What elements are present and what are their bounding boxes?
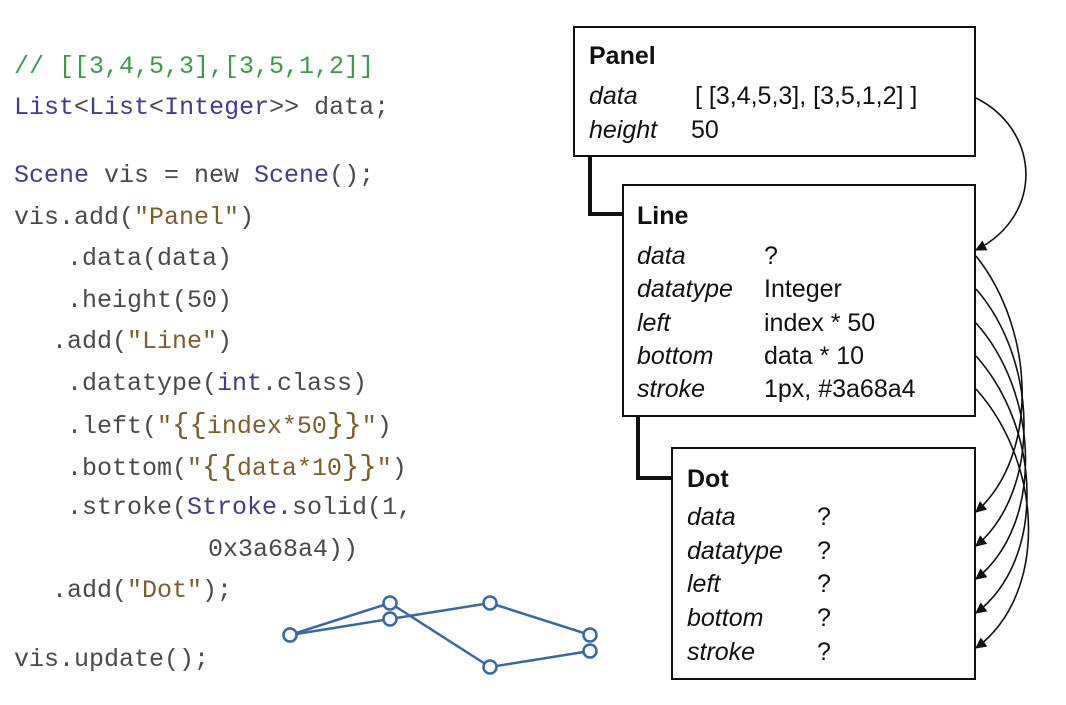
series-line-0 [289, 601, 591, 637]
code-line-update: vis.update(); [14, 645, 210, 674]
line-dot-connector [636, 416, 672, 480]
dot-title: Dot [687, 465, 729, 493]
code-line-stroke: .stroke(Stroke.solid(1, [67, 493, 413, 522]
series-1-point-2 [482, 659, 498, 675]
dot-prop-stroke-name: stroke [687, 638, 756, 666]
code-line-bottom: .bottom("{{data*10}}") [67, 451, 407, 484]
series-1-point-3 [582, 643, 598, 659]
code-line-data: .data(data) [67, 244, 233, 273]
code-line-scene: Scene vis = new Scene(); [14, 161, 375, 190]
dot-box: Dot data ? datatype ? left ? bottom ? st… [671, 447, 976, 680]
series-0-point-3 [582, 627, 598, 643]
code-line-stroke-hex: 0x3a68a4)) [208, 535, 359, 564]
code-listing: // [[3,4,5,3],[3,5,1,2]] List<List<Integ… [14, 0, 574, 705]
dot-prop-bottom-value: ? [817, 604, 831, 632]
dot-prop-stroke-value: ? [817, 638, 831, 666]
panel-prop-height-name: height [589, 116, 658, 144]
code-line-add-line: .add("Line") [52, 327, 233, 356]
code-line-add-dot: .add("Dot"); [52, 576, 233, 605]
code-line-height: .height(50) [67, 286, 233, 315]
line-prop-datatype-value: Integer [764, 275, 842, 303]
series-1-point-0 [282, 627, 298, 643]
line-box: Line data ? datatype Integer left index … [622, 184, 976, 417]
dot-prop-left-name: left [687, 570, 721, 598]
inherit-datatype-line-to-dot [975, 288, 1025, 547]
line-prop-data-value: ? [764, 242, 778, 270]
code-line-left: .left("{{index*50}}") [67, 409, 392, 442]
line-prop-stroke-value: 1px, #3a68a4 [764, 375, 916, 403]
series-0-point-2 [482, 595, 498, 611]
line-prop-datatype-name: datatype [637, 275, 733, 303]
inherit-bottom-line-to-dot [975, 355, 1028, 614]
series-line-1 [289, 601, 591, 669]
panel-prop-data-value: [ [3,4,5,3], [3,5,1,2] ] [695, 82, 918, 110]
line-prop-data-name: data [637, 242, 686, 270]
panel-box: Panel data [ [3,4,5,3], [3,5,1,2] ] heig… [573, 26, 976, 157]
code-line-datatype: .datatype(int.class) [67, 369, 368, 398]
dot-prop-bottom-name: bottom [687, 604, 764, 632]
line-prop-bottom-value: data * 10 [764, 342, 865, 370]
dot-prop-data-name: data [687, 503, 736, 531]
dot-prop-data-value: ? [817, 503, 831, 531]
dot-prop-datatype-name: datatype [687, 537, 783, 565]
line-prop-left-value: index * 50 [764, 309, 876, 337]
panel-prop-height-value: 50 [691, 116, 719, 144]
inherit-left-line-to-dot [975, 322, 1027, 580]
series-1-point-1 [382, 595, 398, 611]
code-line-declaration: List<List<Integer>> data; [14, 93, 390, 122]
line-prop-stroke-name: stroke [637, 375, 706, 403]
inherit-data-panel-to-line [975, 97, 1027, 251]
code-comment: // [[3,4,5,3],[3,5,1,2]] [14, 52, 375, 81]
inherit-data-line-to-dot [975, 255, 1023, 513]
dot-prop-left-value: ? [817, 570, 831, 598]
panel-line-connector [588, 156, 622, 216]
series-0-point-1 [382, 611, 398, 627]
inherit-stroke-line-to-dot [975, 388, 1030, 649]
panel-title: Panel [589, 42, 656, 70]
panel-prop-data-name: data [589, 82, 638, 110]
rendered-line-chart [282, 595, 598, 675]
line-title: Line [637, 202, 689, 230]
line-prop-left-name: left [637, 309, 671, 337]
line-prop-bottom-name: bottom [637, 342, 714, 370]
dot-prop-datatype-value: ? [817, 537, 831, 565]
code-line-add-panel: vis.add("Panel") [14, 203, 255, 232]
